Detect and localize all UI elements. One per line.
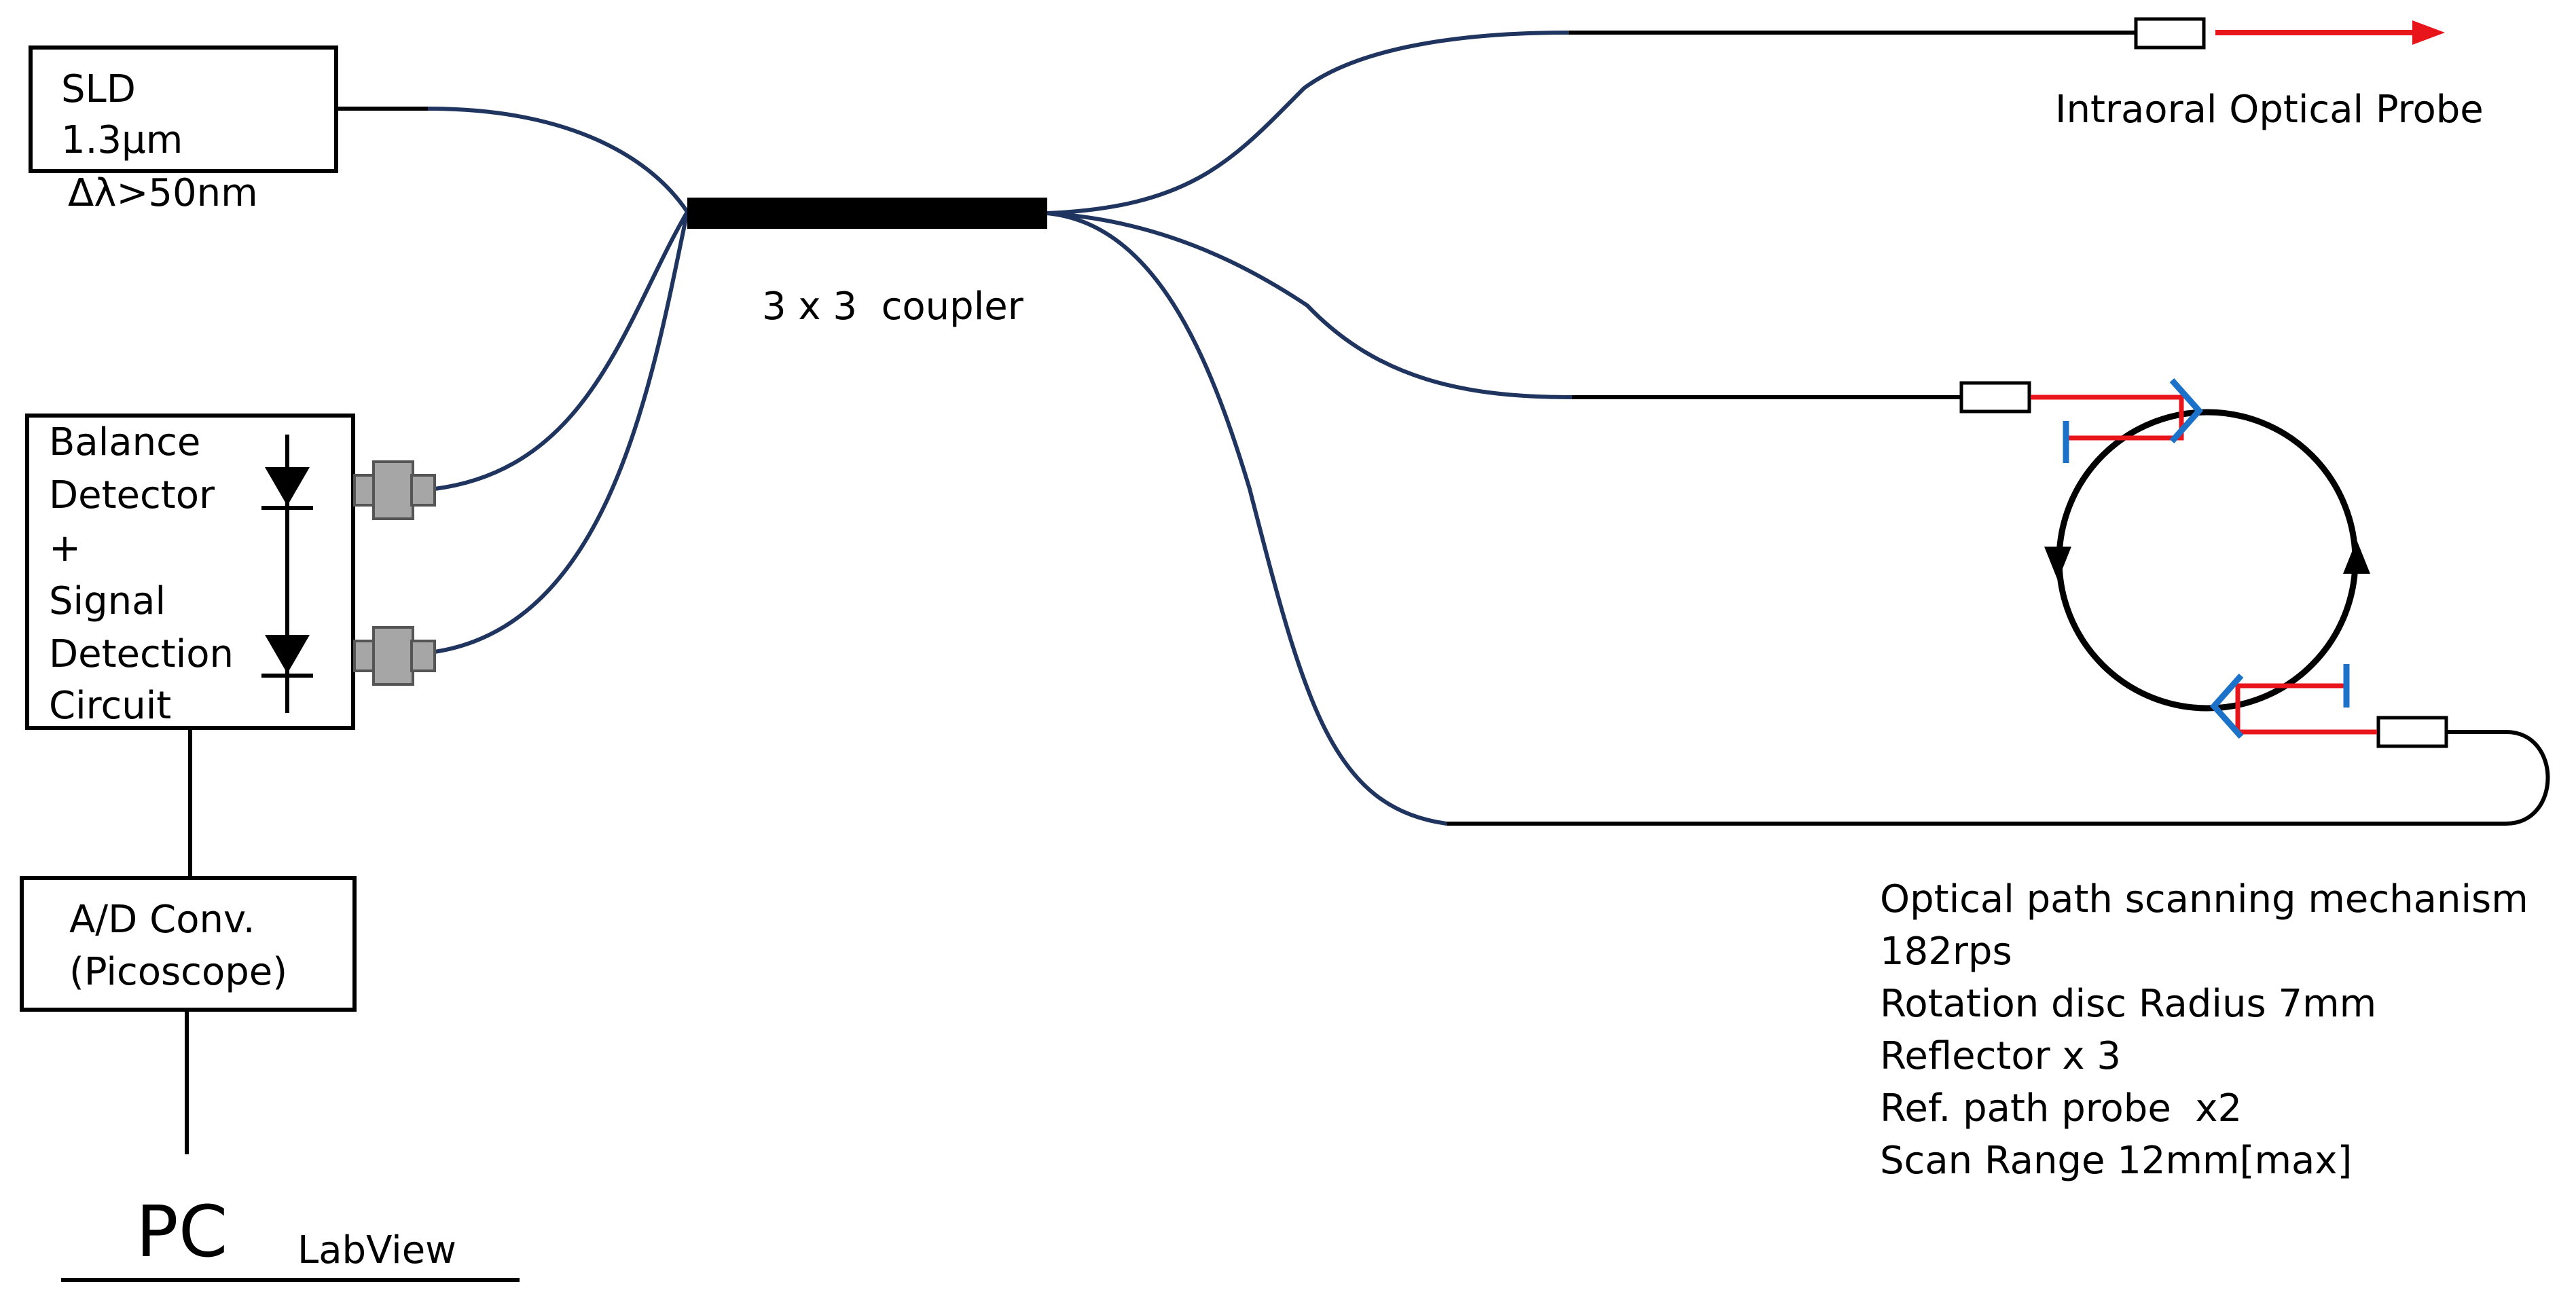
fibers-right: [1047, 31, 2550, 826]
scanner-title: Optical path scanning mechanism: [1880, 877, 2528, 921]
reflector-lower: [2209, 674, 2244, 739]
coupler-label: 3 x 3 coupler: [762, 285, 1024, 329]
connector-lower: [353, 626, 436, 686]
intraoral-probe: Intraoral Optical Probe: [2055, 17, 2484, 132]
probe-label: Intraoral Optical Probe: [2055, 88, 2484, 132]
reflector-upper: [2169, 378, 2204, 443]
fiber-coupler-ref1: [1047, 211, 1573, 399]
fiber-coupler-detector-top: [434, 210, 689, 491]
pc: PC LabView: [61, 1190, 520, 1282]
probe-collimator: [2134, 17, 2206, 50]
coupler-body: [687, 198, 1047, 229]
adc-line-1: A/D Conv.: [69, 898, 255, 942]
scanner-reflectors: Reflector x 3: [1880, 1034, 2121, 1078]
sld-box: [29, 45, 338, 173]
detector-line-2: Detector: [49, 473, 215, 517]
fiber-coupler-ref2: [1047, 211, 1447, 826]
adc-line-2: (Picoscope): [69, 950, 287, 994]
photodiode-upper-icon: [265, 467, 310, 506]
detector-line-1: Balance: [49, 420, 200, 464]
ref-probe-upper: [1959, 381, 2031, 414]
scanner-disc-radius: Rotation disc Radius 7mm: [1880, 982, 2376, 1026]
scanner-speed: 182rps: [1880, 930, 2012, 974]
pc-label: PC: [136, 1190, 228, 1273]
scanner-ref-probes: Ref. path probe x2: [1880, 1086, 2242, 1131]
coupler: 3 x 3 coupler: [687, 198, 1047, 329]
sld-bandwidth: Δλ>50nm: [68, 171, 258, 215]
fiber-sld-coupler: [427, 107, 689, 213]
scanning-mechanism: Optical path scanning mechanism 182rps R…: [1880, 378, 2528, 1183]
sld-name: SLD: [61, 67, 136, 111]
ref-beam-lower: [2235, 683, 2377, 735]
fibers-left: [336, 107, 689, 654]
sld-wavelength: 1.3μm: [61, 118, 183, 162]
connector-upper: [353, 460, 436, 520]
scanner-range: Scan Range 12mm[max]: [1880, 1139, 2352, 1183]
rotation-disc: [2056, 409, 2359, 712]
sld-source: SLD 1.3μm Δλ>50nm: [29, 45, 338, 215]
rotation-arrow-right: [2343, 540, 2370, 574]
detector-line-3: +: [49, 526, 81, 570]
ref2-lead: [1447, 730, 2550, 826]
probe-beam-arrowhead: [2412, 20, 2445, 45]
detector-line-4: Signal: [49, 579, 166, 623]
ref-probe-lower: [2376, 716, 2448, 748]
fiber-coupler-detector-bottom: [434, 211, 689, 654]
balance-detector: Balance Detector + Signal Detection Circ…: [25, 414, 436, 730]
scanner-specs: Optical path scanning mechanism 182rps R…: [1880, 877, 2528, 1183]
pc-software: LabView: [297, 1228, 456, 1272]
rotation-arrow-left: [2044, 547, 2071, 581]
photodiode-lower-icon: [265, 635, 310, 674]
fiber-coupler-probe: [1047, 31, 1570, 215]
detector-line-6: Circuit: [49, 684, 171, 728]
detector-line-5: Detection: [49, 632, 234, 676]
ad-converter: A/D Conv. (Picoscope): [20, 876, 357, 1012]
ref-beam-upper: [2031, 394, 2184, 441]
